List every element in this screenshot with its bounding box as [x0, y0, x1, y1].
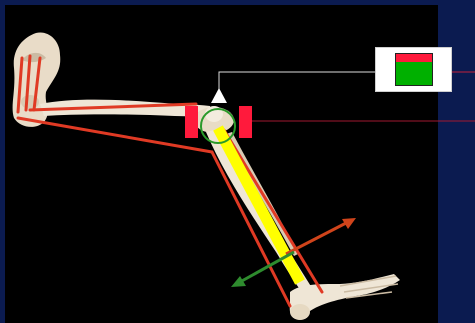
arrow-orange-shaft	[286, 222, 348, 254]
pointer-triangle-icon	[211, 88, 227, 103]
legend-swatch	[395, 53, 433, 86]
legend-red-band	[396, 54, 432, 62]
yellow-load-bar	[218, 128, 300, 282]
legend-box	[375, 47, 452, 92]
pad-left	[185, 106, 198, 138]
shin-muscle-line	[224, 130, 322, 292]
hamstring-line	[18, 118, 212, 152]
connector-line-white	[219, 72, 375, 98]
pad-right	[239, 106, 252, 138]
legend-green-block	[396, 62, 432, 85]
muscle-lines	[18, 56, 322, 306]
